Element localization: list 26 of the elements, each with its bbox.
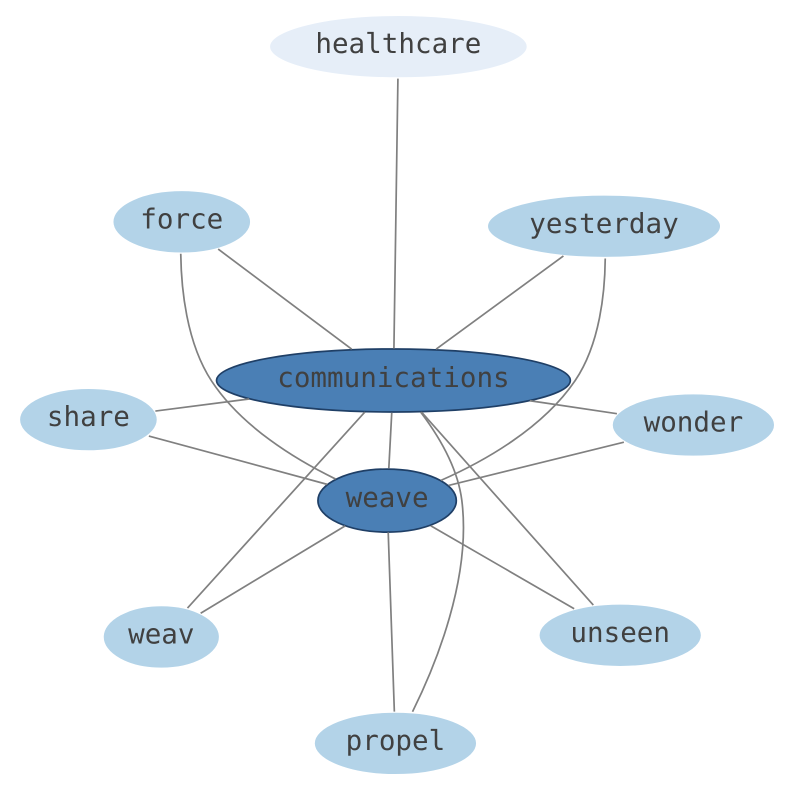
connector xyxy=(421,412,594,606)
connector xyxy=(393,78,399,349)
connector xyxy=(530,400,618,415)
connector xyxy=(180,254,336,480)
node-ellipse: healthcare xyxy=(268,14,528,80)
node-ellipse: weav xyxy=(102,604,221,670)
connector xyxy=(448,441,624,486)
connector xyxy=(200,525,346,614)
node-ellipse: force xyxy=(112,189,252,254)
connector xyxy=(387,532,396,712)
connector xyxy=(388,412,393,468)
connector xyxy=(155,398,250,412)
connector xyxy=(436,255,564,350)
connector xyxy=(218,248,352,350)
node-ellipse: yesterday xyxy=(486,194,722,259)
node-ellipse: wonder xyxy=(611,392,776,458)
node-ellipse: share xyxy=(18,387,158,452)
connector xyxy=(430,525,575,610)
connector xyxy=(186,412,366,609)
connector xyxy=(440,258,606,482)
connector xyxy=(148,435,328,486)
connector xyxy=(412,411,464,712)
node-ellipse: unseen xyxy=(538,602,703,668)
node-ellipse: communications xyxy=(216,348,572,413)
node-ellipse: propel xyxy=(313,711,478,776)
node-ellipse: weave xyxy=(317,468,458,533)
